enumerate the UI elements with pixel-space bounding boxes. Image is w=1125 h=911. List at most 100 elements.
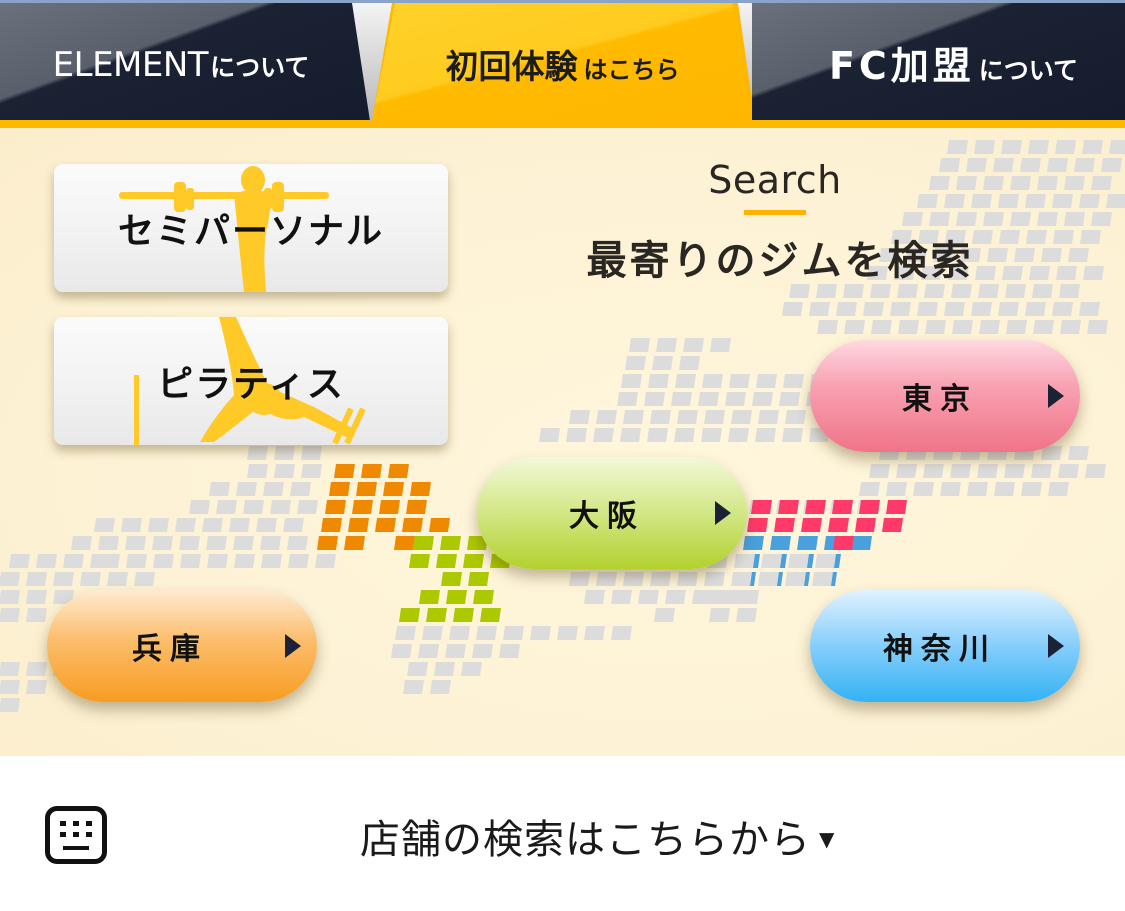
map-cell — [625, 356, 646, 370]
map-cell — [1031, 464, 1052, 478]
map-cell — [1064, 212, 1085, 226]
map-cell — [1068, 446, 1089, 460]
map-cell — [274, 464, 295, 478]
map-cell — [890, 302, 911, 316]
map-cell — [843, 284, 864, 298]
map-cell — [0, 680, 20, 694]
map-cell — [352, 500, 373, 514]
map-cell — [1005, 284, 1026, 298]
map-cell — [983, 212, 1004, 226]
map-cell — [410, 482, 431, 496]
map-cell — [243, 500, 264, 514]
map-cell — [939, 158, 960, 172]
map-cell — [816, 284, 837, 298]
map-cell — [0, 608, 20, 622]
map-cell — [929, 212, 950, 226]
map-cell — [886, 482, 907, 496]
bottom-bar: 店舗の検索はこちらから ▼ — [0, 756, 1125, 911]
map-cell — [1052, 194, 1073, 208]
tab-about-element[interactable]: ELEMENTについて — [0, 3, 372, 120]
tab-first-trial[interactable]: 初回体験はこちら — [372, 3, 755, 121]
map-cell — [1109, 140, 1125, 154]
map-cell — [290, 482, 311, 496]
store-search-label: 店舗の検索はこちらから — [360, 817, 811, 863]
region-tokyo-button[interactable]: 東京 — [810, 340, 1080, 452]
map-cell — [994, 482, 1015, 496]
map-cell — [434, 662, 455, 676]
play-arrow-icon — [715, 501, 731, 525]
map-cell — [596, 572, 617, 586]
tab-fc-franchise[interactable]: FC加盟について — [752, 3, 1125, 120]
map-cell — [1021, 482, 1042, 496]
map-cell — [247, 464, 268, 478]
map-cell — [797, 536, 818, 550]
map-cell — [0, 572, 20, 586]
top-navigation: ELEMENTについて 初回体験はこちら FC加盟について — [0, 0, 1125, 128]
map-cell — [1001, 140, 1022, 154]
map-cell — [53, 572, 74, 586]
map-cell — [675, 374, 696, 388]
category-semi-personal-button[interactable]: セミパーソナル — [54, 164, 448, 292]
map-cell — [287, 536, 308, 550]
map-cell — [99, 554, 120, 568]
map-cell — [468, 572, 489, 586]
map-cell — [1085, 464, 1106, 478]
map-cell — [1006, 320, 1027, 334]
map-cell — [882, 518, 903, 532]
map-cell — [923, 464, 944, 478]
map-cell — [399, 608, 420, 622]
map-cell — [584, 590, 605, 604]
map-cell — [701, 428, 722, 442]
map-cell — [944, 302, 965, 316]
map-cell — [966, 158, 987, 172]
map-cell — [731, 572, 752, 586]
map-cell — [388, 464, 409, 478]
map-cell — [809, 302, 830, 316]
map-cell — [334, 464, 355, 478]
map-cell — [270, 500, 291, 514]
map-cell — [36, 554, 57, 568]
map-cell — [665, 590, 686, 604]
map-cell — [356, 482, 377, 496]
map-cell — [446, 590, 467, 604]
map-cell — [725, 392, 746, 406]
map-cell — [743, 536, 764, 550]
map-cell — [940, 482, 961, 496]
region-kanagawa-label: 神奈川 — [883, 632, 997, 667]
map-cell — [0, 662, 20, 676]
map-cell — [179, 536, 200, 550]
map-cell — [449, 626, 470, 640]
map-cell — [704, 572, 725, 586]
gym-search-section: セミパーソナル ピラティス Search 最寄りのジムを検索 東京 大阪 兵庫 … — [0, 128, 1125, 756]
map-cell — [761, 554, 782, 568]
barbell-squat-silhouette-icon — [119, 166, 329, 292]
map-cell — [453, 608, 474, 622]
map-cell — [321, 518, 342, 532]
map-cell — [859, 500, 880, 514]
map-cell — [274, 446, 295, 460]
keyboard-icon[interactable] — [45, 806, 107, 864]
map-cell — [1052, 302, 1073, 316]
category-pilates-button[interactable]: ピラティス — [54, 317, 448, 445]
map-cell — [26, 590, 47, 604]
map-cell — [747, 518, 768, 532]
region-kanagawa-button[interactable]: 神奈川 — [810, 590, 1080, 702]
tab-fc-franchise-title: FC加盟 — [828, 44, 975, 88]
map-cell — [407, 662, 428, 676]
map-cell — [348, 518, 369, 532]
map-cell — [783, 374, 804, 388]
map-cell — [436, 554, 457, 568]
map-cell — [956, 212, 977, 226]
map-cell — [71, 536, 92, 550]
region-osaka-button[interactable]: 大阪 — [477, 457, 747, 569]
map-cell — [1025, 194, 1046, 208]
map-cell — [812, 572, 833, 586]
map-cell — [379, 500, 400, 514]
map-cell — [925, 320, 946, 334]
region-hyogo-button[interactable]: 兵庫 — [47, 590, 317, 702]
map-cell — [260, 536, 281, 550]
store-search-dropdown[interactable]: 店舗の検索はこちらから ▼ — [360, 808, 835, 864]
map-cell — [1068, 248, 1089, 262]
map-cell — [1101, 158, 1122, 172]
map-cell — [1055, 140, 1076, 154]
